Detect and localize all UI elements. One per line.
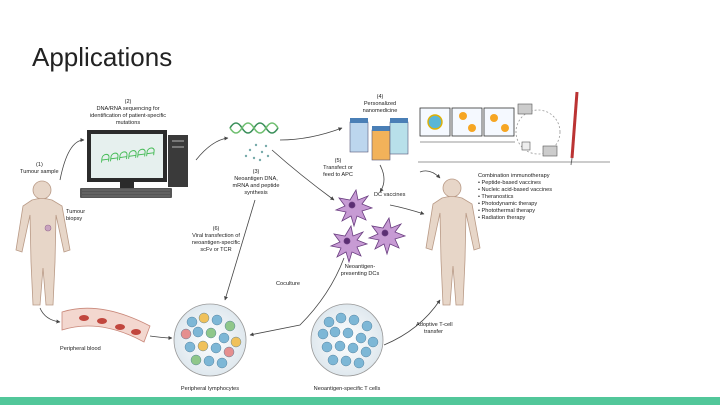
step5-number: (5) xyxy=(335,158,342,164)
step1-line1: Tumour sample xyxy=(20,169,59,175)
step1-number: (1) xyxy=(36,162,43,168)
tumour-biopsy-line1: Tumour xyxy=(66,209,85,215)
neoantigen-dcs-line1: Neoantigen- xyxy=(345,264,376,270)
adoptive-transfer-label: Adoptive T-cell transfer xyxy=(416,322,453,335)
step3-line2: mRNA and peptide xyxy=(233,183,280,189)
step3-label: (3) Neoantigen DNA, mRNA and peptide syn… xyxy=(233,169,280,196)
blood-vessel-icon xyxy=(61,307,151,343)
flow-arrows xyxy=(39,127,441,346)
step6-label: (6) Viral transfection of neoantigen-spe… xyxy=(192,226,240,253)
neoantigen-dcs-line2: presenting DCs xyxy=(341,271,380,277)
step2-line1: DNA/RNA sequencing for xyxy=(96,106,159,112)
footer-accent-bar xyxy=(0,397,720,405)
step6-number: (6) xyxy=(213,226,220,232)
step6-line1: Viral transfection of xyxy=(192,233,240,239)
laser-device-icon xyxy=(515,103,561,157)
step4-line1: Personalized xyxy=(364,101,396,107)
tumour-spot-icon xyxy=(44,224,52,232)
combination-title: Combination immunotherapy xyxy=(478,173,550,179)
step4-number: (4) xyxy=(377,94,384,100)
step3-line1: Neoantigen DNA, xyxy=(234,176,278,182)
combination-item: • Radiation therapy xyxy=(478,215,526,221)
step3-number: (3) xyxy=(253,169,260,175)
step5-line1: Transfect or xyxy=(323,165,353,171)
neoantigen-t-cells-label: Neoantigen-specific T cells xyxy=(314,386,381,392)
step2-label: (2) DNA/RNA sequencing for identificatio… xyxy=(90,99,166,126)
step2-number: (2) xyxy=(125,99,132,105)
step2-line2: identification of patient-specific xyxy=(90,113,166,119)
combination-item: • Photodynamic therapy xyxy=(478,201,537,207)
neoantigen-dcs-label: Neoantigen- presenting DCs xyxy=(341,264,380,277)
step5-label: (5) Transfect or feed to APC xyxy=(323,158,353,178)
step5-line2: feed to APC xyxy=(323,172,353,178)
peptide-dots-icon xyxy=(244,143,270,162)
coculture-label: Coculture xyxy=(276,281,300,287)
neoantigen-t-cells-dish xyxy=(310,303,384,377)
slide-title: Applications xyxy=(32,42,173,72)
step4-label: (4) Personalized nanomedicine xyxy=(363,94,398,114)
combination-item: • Nucleic acid-based vaccines xyxy=(478,187,552,193)
nanomedicine-vials-icon xyxy=(349,118,409,161)
patient-figure-right xyxy=(425,178,481,306)
combination-item: • Theranostics xyxy=(478,194,514,200)
combination-therapy-list: Combination immunotherapy • Peptide-base… xyxy=(478,173,552,221)
computer-icon: ᗩᗩᗩᗩᗩᗩ xyxy=(80,130,188,198)
syringe-icon xyxy=(570,91,579,166)
dc-vaccines-label: DC vaccines xyxy=(374,192,406,198)
step6-line3: scFv or TCR xyxy=(200,247,231,253)
peripheral-lymphocytes-dish xyxy=(173,303,247,377)
step6-line2: neoantigen-specific xyxy=(192,240,240,246)
step4-line2: nanomedicine xyxy=(363,108,398,114)
tumour-biopsy-label: Tumour biopsy xyxy=(66,209,85,222)
nanoparticle-panels xyxy=(419,107,515,137)
peripheral-blood-label: Peripheral blood xyxy=(60,346,101,352)
combination-item: • Photothermal therapy xyxy=(478,208,535,214)
step1-label: (1) Tumour sample xyxy=(20,162,59,175)
peripheral-lymphocytes-label: Peripheral lymphocytes xyxy=(181,386,239,392)
dendritic-cells-icon xyxy=(329,188,407,264)
tumour-biopsy-line2: biopsy xyxy=(66,216,82,222)
patient-figure-left xyxy=(15,180,71,306)
dna-strand-icon xyxy=(229,122,279,134)
adoptive-line2: transfer xyxy=(424,329,443,335)
combination-item: • Peptide-based vaccines xyxy=(478,180,541,186)
step3-line3: synthesis xyxy=(244,190,268,196)
adoptive-line1: Adoptive T-cell xyxy=(416,322,453,328)
step2-line3: mutations xyxy=(116,120,140,126)
